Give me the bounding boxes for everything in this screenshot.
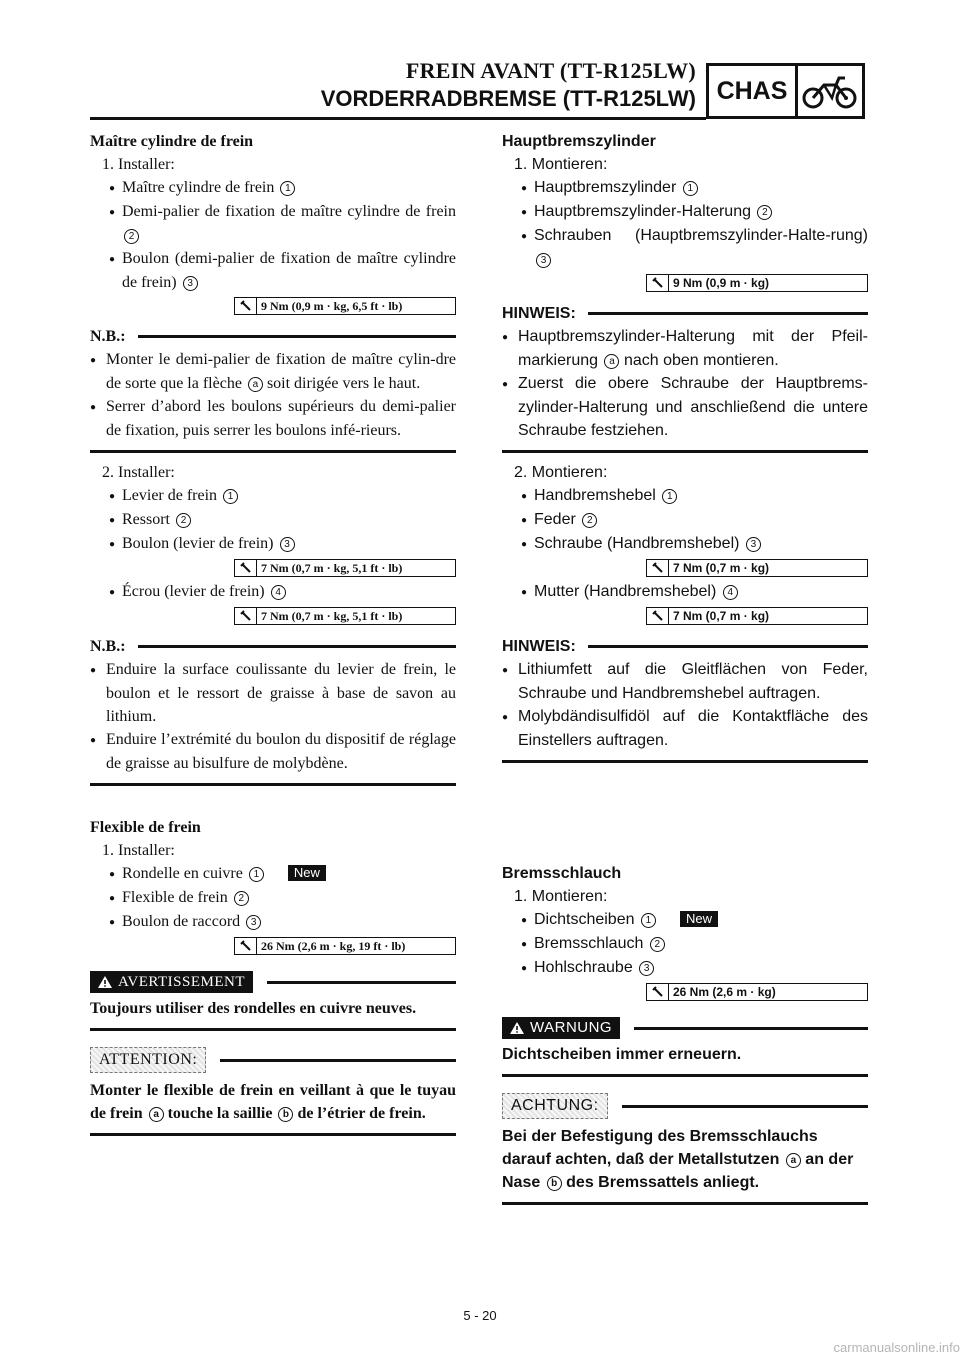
step-1: 1. Installer: [102, 156, 175, 173]
note-item: Serrer d’abord les boulons supérieurs du… [90, 395, 456, 442]
list-item: Bremsschlauch 2 [502, 932, 868, 956]
page-number: 5 - 20 [463, 1308, 497, 1323]
list-item: Handbremshebel 1 [502, 484, 868, 508]
note-item: Molybdändisulfidöl auf die Kontaktfläche… [502, 705, 868, 752]
new-badge: New [287, 865, 326, 881]
list-item: Hohlschraube 3 [502, 956, 868, 980]
note-item: Hauptbremszylinder-Halterung mit der Pfe… [502, 325, 868, 372]
attention-rule [90, 1133, 456, 1136]
list-item: Maître cylindre de frein 1 [90, 176, 456, 200]
torque-spec: 26 Nm (2,6 m · kg) [646, 983, 868, 1001]
section-title-brake-hose: Flexible de frein [90, 819, 201, 836]
warning-text: Toujours utiliser des rondelles en cuivr… [90, 1000, 417, 1017]
warning-rule [90, 1028, 456, 1031]
attention-text: Monter le flexible de frein en veillant … [90, 1082, 456, 1122]
list-item: Levier de frein 1 [90, 484, 456, 508]
torque-spec: 9 Nm (0,9 m · kg, 6,5 ft · lb) [234, 297, 456, 315]
note-rule [502, 760, 868, 763]
german-column: Hauptbremszylinder 1. Montieren: Hauptbr… [502, 130, 868, 1213]
note-rule [90, 450, 456, 453]
list-item: Boulon (levier de frein) 3 [90, 532, 456, 556]
list-item: Mutter (Handbremshebel) 4 [502, 580, 868, 604]
step-2: 2. Installer: [102, 464, 175, 481]
step-1: 1. Montieren: [514, 156, 608, 173]
wrench-icon [647, 275, 669, 291]
list-item: Schrauben (Hauptbremszylinder-Halte-rung… [502, 224, 868, 271]
page-title-german: VORDERRADBREMSE (TT-R125LW) [320, 86, 696, 111]
list-item: Demi-palier de fixation de maître cylind… [90, 200, 456, 247]
wrench-icon [235, 608, 257, 624]
header-rule [90, 117, 706, 120]
wrench-icon [647, 608, 669, 624]
torque-spec: 9 Nm (0,9 m · kg) [646, 274, 868, 292]
torque-spec: 26 Nm (2,6 m · kg, 19 ft · lb) [234, 937, 456, 955]
warning-icon [510, 1022, 524, 1034]
wrench-icon [647, 984, 669, 1000]
section-title-brake-hose: Bremsschlauch [502, 865, 622, 882]
note-item: Zuerst die obere Schraube der Hauptbrems… [502, 372, 868, 442]
torque-spec: 7 Nm (0,7 m · kg, 5,1 ft · lb) [234, 607, 456, 625]
attention-text: Bei der Befestigung des Bremsschlauchs d… [502, 1128, 854, 1191]
warning-rule [502, 1074, 868, 1077]
watermark: carmanualsonline.info [833, 1340, 960, 1355]
attention-header: ACHTUNG: [502, 1093, 868, 1119]
note-item: Lithiumfett auf die Gleitflächen von Fed… [502, 658, 868, 705]
step-1: 1. Montieren: [514, 888, 608, 905]
list-item: Hauptbremszylinder-Halterung 2 [502, 200, 868, 224]
list-item: Flexible de frein 2 [90, 886, 456, 910]
step-1: 1. Installer: [102, 842, 175, 859]
note-rule [502, 450, 868, 453]
chapter-badge: CHAS [706, 63, 865, 119]
note-rule [90, 783, 456, 786]
list-item: Ressort 2 [90, 508, 456, 532]
note-item: Enduire la surface coulissante du levier… [90, 658, 456, 728]
warning-icon [98, 976, 112, 988]
torque-spec: 7 Nm (0,7 m · kg) [646, 559, 868, 577]
wrench-icon [235, 298, 257, 314]
note-item: Monter le demi-palier de fixation de maî… [90, 348, 456, 395]
note-header: N.B.: [90, 635, 456, 658]
list-item: Schraube (Handbremshebel) 3 [502, 532, 868, 556]
new-badge: New [679, 911, 718, 927]
attention-rule [502, 1202, 868, 1205]
wrench-icon [647, 560, 669, 576]
warning-header: AVERTISSEMENT [90, 971, 456, 993]
wrench-icon [235, 938, 257, 954]
note-header: N.B.: [90, 325, 456, 348]
warning-text: Dichtscheiben immer erneuern. [502, 1046, 742, 1063]
motorcycle-icon [798, 66, 862, 116]
list-item: Écrou (levier de frein) 4 [90, 580, 456, 604]
note-header: HINWEIS: [502, 302, 868, 325]
list-item: Boulon de raccord 3 [90, 910, 456, 934]
chapter-badge-label: CHAS [709, 66, 798, 116]
attention-header: ATTENTION: [90, 1047, 456, 1073]
note-header: HINWEIS: [502, 635, 868, 658]
torque-spec: 7 Nm (0,7 m · kg, 5,1 ft · lb) [234, 559, 456, 577]
warning-header: WARNUNG [502, 1017, 868, 1039]
section-title-master-cylinder: Hauptbremszylinder [502, 133, 656, 150]
list-item: Boulon (demi-palier de fixation de maîtr… [90, 247, 456, 294]
french-column: Maître cylindre de frein 1. Installer: M… [90, 130, 456, 1144]
note-item: Enduire l’extrémité du boulon du disposi… [90, 728, 456, 775]
list-item: Hauptbremszylinder 1 [502, 176, 868, 200]
list-item: Feder 2 [502, 508, 868, 532]
section-title-master-cylinder: Maître cylindre de frein [90, 133, 254, 150]
torque-spec: 7 Nm (0,7 m · kg) [646, 607, 868, 625]
page-title-french: FREIN AVANT (TT-R125LW) [405, 58, 696, 83]
wrench-icon [235, 560, 257, 576]
step-2: 2. Montieren: [514, 464, 608, 481]
